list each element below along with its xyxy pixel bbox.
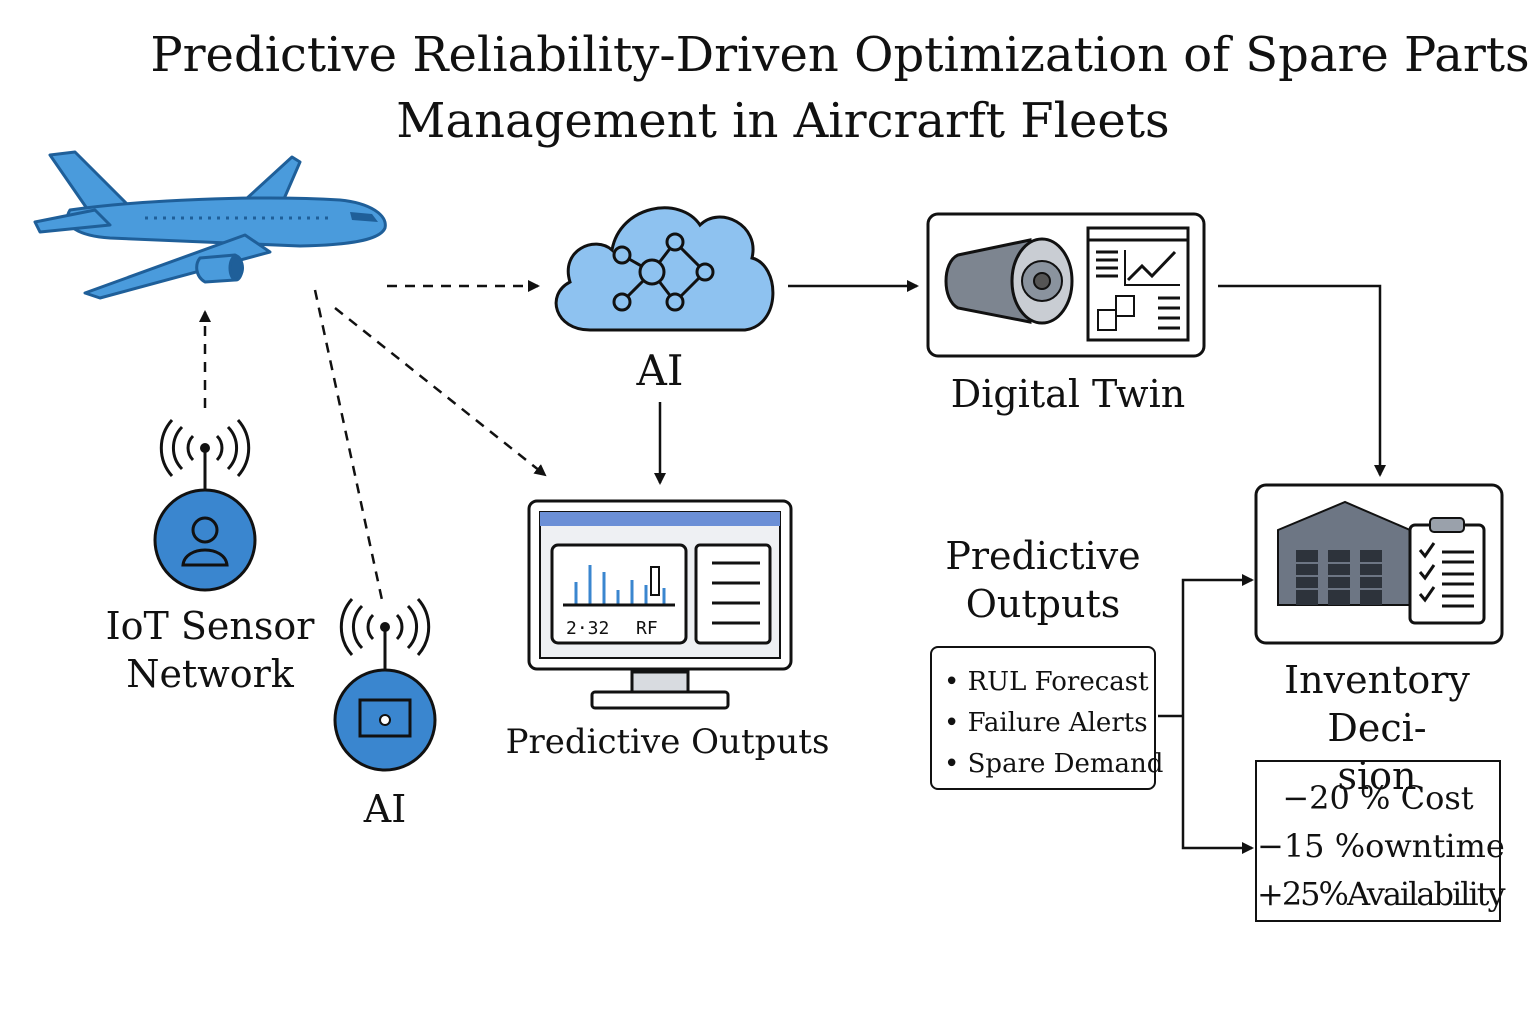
arrow-airplane-to-monitor — [334, 307, 547, 477]
ai-cloud-label: AI — [636, 346, 684, 395]
list-item-label: Spare Demand — [967, 749, 1164, 779]
iot-label-line2: Network — [126, 652, 294, 696]
iot-sensor-icon — [153, 419, 257, 592]
monitor-chart-text-right: RF — [636, 618, 658, 639]
kpi-availability: +25%Availability — [1257, 875, 1506, 913]
kpi-downtime: −15 %owntime — [1257, 827, 1505, 865]
ai-device-label: AI — [363, 787, 407, 831]
outputs-heading-line1: Predictive — [945, 534, 1141, 578]
monitor-icon — [527, 499, 793, 710]
list-item-label: Failure Alerts — [967, 708, 1148, 738]
kpi-box: −20 % Cost −15 %owntime +25%Availability — [1255, 760, 1506, 922]
arrow-twin-to-inventory — [1218, 284, 1386, 477]
list-item: • Failure Alerts — [944, 708, 1148, 738]
link-airplane-to-ai-device — [313, 289, 384, 601]
list-item: • Spare Demand — [944, 749, 1164, 779]
inventory-label: Inventory Deci- sion — [1232, 656, 1522, 800]
airplane-icon — [33, 150, 387, 300]
ai-cloud-icon — [554, 206, 775, 332]
iot-label-line1: IoT Sensor — [105, 604, 315, 648]
iot-label: IoT Sensor Network — [90, 602, 330, 698]
predictive-outputs-list: • RUL Forecast • Failure Alerts • Spare … — [930, 646, 1164, 790]
digital-twin-label: Digital Twin — [950, 372, 1186, 416]
arrow-outputs-to-kpis — [1181, 716, 1254, 854]
list-item-label: RUL Forecast — [967, 667, 1149, 697]
outputs-heading: Predictive Outputs — [930, 532, 1156, 628]
digital-twin-icon — [926, 212, 1206, 358]
arrow-outputs-to-inventory — [1181, 574, 1254, 716]
outputs-heading-line2: Outputs — [965, 582, 1121, 626]
inventory-label-line1: Inventory Deci- — [1284, 658, 1470, 750]
kpi-cost: −20 % Cost — [1282, 779, 1474, 817]
inventory-icon — [1254, 483, 1504, 645]
ai-device-icon — [333, 598, 437, 772]
list-item: • RUL Forecast — [944, 667, 1149, 697]
monitor-chart-text-left: 2·32 — [566, 618, 609, 639]
diagram-title-line1: Predictive Reliability-Driven Optimizati… — [150, 27, 1530, 83]
diagram-title-line2: Management in Aircrarft Fleets — [396, 93, 1170, 149]
monitor-label: Predictive Outputs — [505, 722, 830, 762]
